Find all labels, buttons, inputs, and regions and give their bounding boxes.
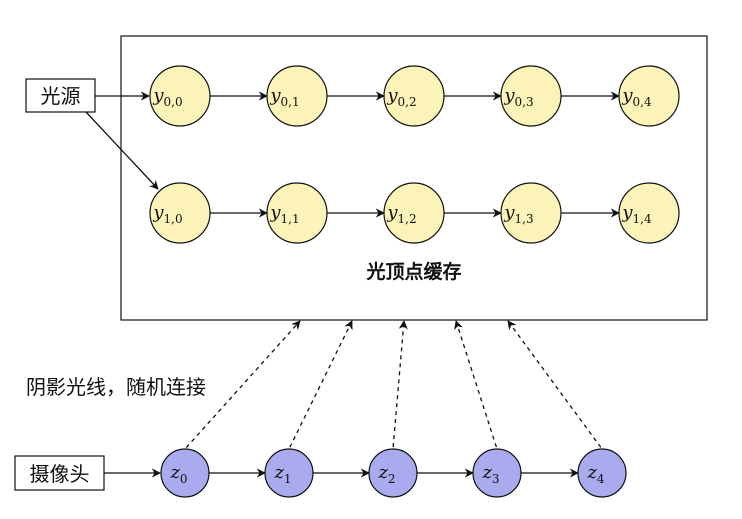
shadow-ray-4 bbox=[507, 320, 602, 448]
light-vertex-1-2: y1,2 bbox=[383, 182, 445, 244]
light-vertex-0-0: y0,0 bbox=[149, 65, 211, 127]
light-vertex-0-3-label: y0,3 bbox=[503, 85, 533, 109]
light-vertex-1-2-label: y1,2 bbox=[386, 202, 416, 226]
light-source-box bbox=[25, 78, 96, 113]
camera-box bbox=[14, 455, 105, 491]
camera-vertex-2: z2 bbox=[368, 448, 418, 498]
cache-title: 光顶点缓存 bbox=[365, 260, 461, 283]
light-vertex-1-3-label: y1,3 bbox=[503, 202, 533, 226]
light-source-label: 光源 bbox=[41, 84, 81, 108]
light-vertex-1-0-label: y1,0 bbox=[152, 202, 182, 226]
light-vertex-1-1: y1,1 bbox=[266, 182, 328, 244]
shadow-ray-1 bbox=[289, 320, 353, 448]
light-vertex-1-4: y1,4 bbox=[618, 182, 680, 244]
light-vertex-0-1: y0,1 bbox=[266, 65, 328, 127]
light-vertex-1-4-label: y1,4 bbox=[621, 202, 652, 226]
light-to-y10-arrow bbox=[85, 111, 159, 190]
light-vertex-0-2-label: y0,2 bbox=[386, 85, 416, 109]
camera-vertex-4: z4 bbox=[577, 448, 627, 498]
camera-vertex-3-label: z3 bbox=[481, 462, 499, 486]
shadow-ray-2 bbox=[392, 320, 408, 448]
camera-vertex-3: z3 bbox=[472, 448, 522, 498]
camera-label: 摄像头 bbox=[30, 462, 90, 486]
shadow-ray-label: 阴影光线，随机连接 bbox=[26, 375, 206, 399]
light-vertex-1-1-label: y1,1 bbox=[269, 202, 299, 226]
camera-vertex-0: z0 bbox=[160, 448, 210, 498]
light-vertex-1-0: y1,0 bbox=[149, 182, 211, 244]
light-vertex-1-3: y1,3 bbox=[500, 182, 562, 244]
light-vertex-0-0-label: y0,0 bbox=[152, 85, 182, 109]
camera-vertex-1-label: z1 bbox=[273, 462, 291, 486]
camera-vertex-0-label: z0 bbox=[169, 462, 187, 486]
camera-vertex-2-label: z2 bbox=[377, 462, 395, 486]
light-vertex-0-2: y0,2 bbox=[383, 65, 445, 127]
camera-vertex-4-label: z4 bbox=[586, 462, 604, 486]
camera-vertex-1: z1 bbox=[264, 448, 314, 498]
light-vertex-0-4: y0,4 bbox=[618, 65, 680, 127]
cache-box bbox=[120, 35, 708, 321]
light-vertex-0-4-label: y0,4 bbox=[621, 85, 652, 109]
light-vertex-0-1-label: y0,1 bbox=[269, 85, 299, 109]
light-vertex-0-3: y0,3 bbox=[500, 65, 562, 127]
shadow-ray-3 bbox=[454, 320, 498, 448]
